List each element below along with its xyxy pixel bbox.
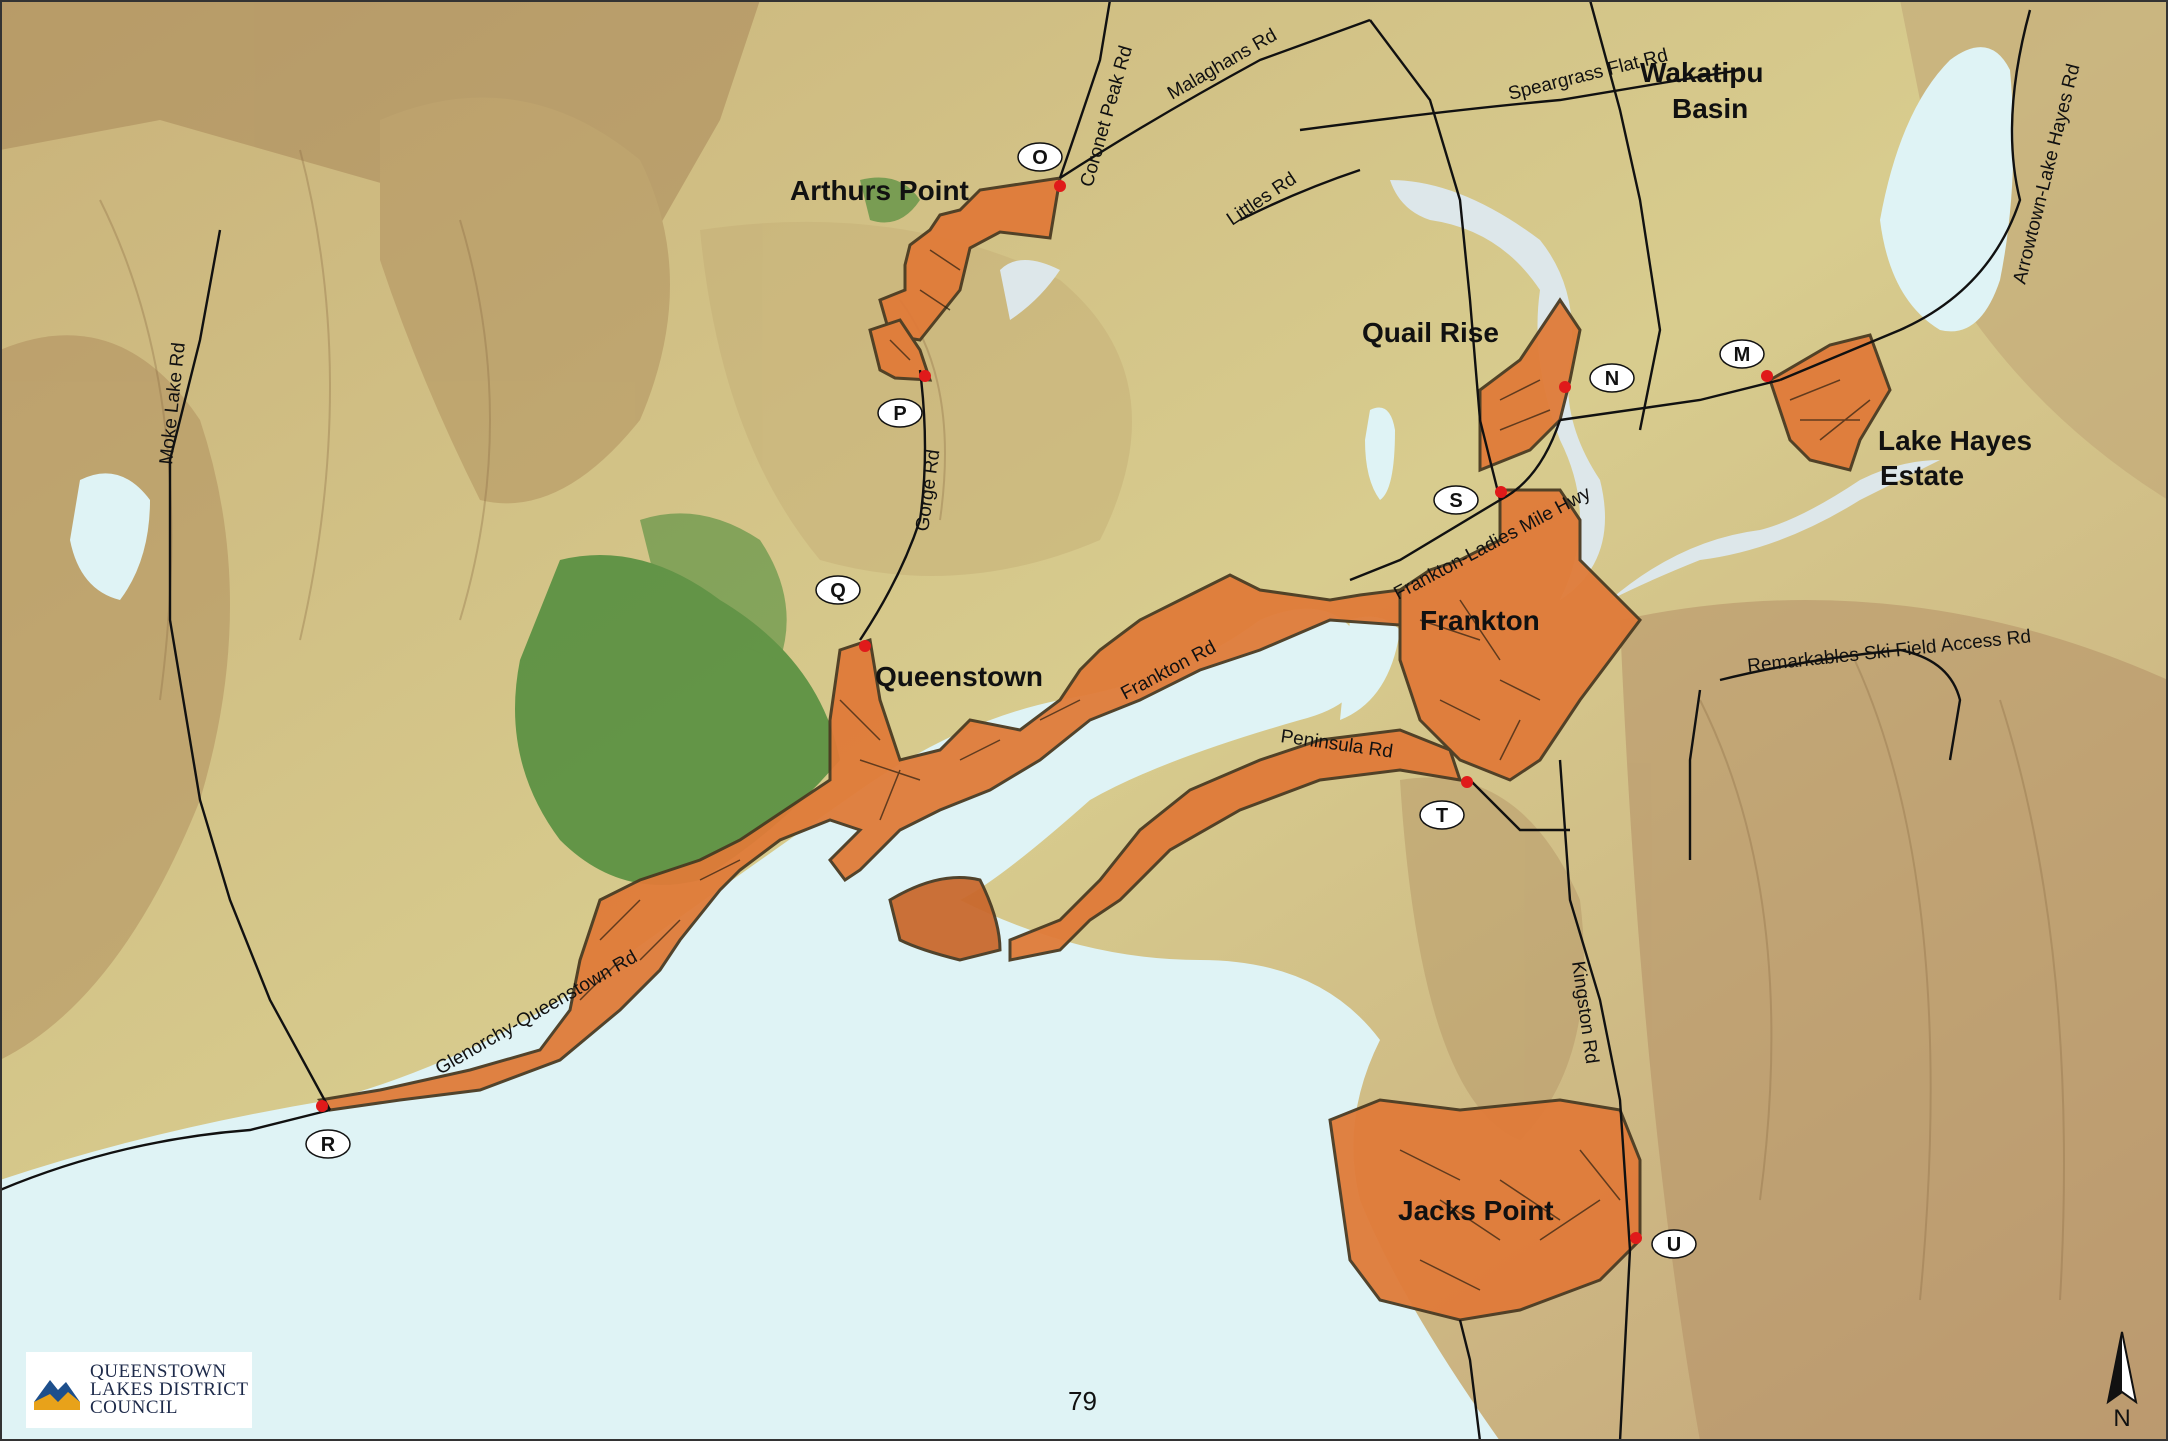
arrowtown-lh-rd-line bbox=[1779, 9, 2032, 382]
north-arrow-icon: N bbox=[2106, 1331, 2138, 1430]
svg-text:Q: Q bbox=[830, 580, 846, 602]
north-label: N bbox=[2113, 1405, 2130, 1430]
marker-r[interactable]: R bbox=[305, 1100, 351, 1159]
marker-p[interactable]: P bbox=[877, 370, 931, 428]
marker-q[interactable]: Q bbox=[815, 575, 871, 652]
marker-o[interactable]: O bbox=[1017, 142, 1066, 192]
place-labels: Arthurs Point Wakatipu Basin Quail Rise … bbox=[790, 57, 2032, 1226]
lakes bbox=[0, 47, 2014, 1441]
logo-line-2: LAKES DISTRICT bbox=[90, 1379, 249, 1400]
svg-text:T: T bbox=[1436, 805, 1448, 827]
lake-wakatipu bbox=[0, 608, 1500, 1441]
zone-queenstown bbox=[316, 568, 1525, 1112]
label-frankton: Frankton bbox=[1420, 605, 1540, 636]
zone-arthurs-point bbox=[878, 176, 1062, 342]
logo-line-1: QUEENSTOWN bbox=[90, 1361, 227, 1382]
zone-peninsula bbox=[1008, 728, 1463, 962]
kingston-rd-line bbox=[1558, 759, 1632, 1441]
label-wakatipu: Wakatipu bbox=[1640, 57, 1763, 88]
roads bbox=[0, 0, 2032, 1441]
label-lake-hayes: Lake Hayes bbox=[1878, 425, 2032, 456]
label-basin: Basin bbox=[1672, 93, 1748, 124]
logo-line-3: COUNCIL bbox=[90, 1397, 178, 1418]
zone-lake-hayes-estate bbox=[1768, 333, 1892, 472]
remarkables-rd-line bbox=[1719, 648, 1962, 761]
speargrass-rd-line bbox=[1299, 68, 1741, 132]
gorge-rd-line bbox=[859, 369, 927, 641]
moke-lake bbox=[70, 473, 150, 600]
marker-n[interactable]: N bbox=[1559, 363, 1635, 393]
marker-u[interactable]: U bbox=[1630, 1229, 1697, 1259]
lake-hayes bbox=[1880, 47, 2014, 332]
svg-text:M: M bbox=[1734, 344, 1751, 366]
forest-area bbox=[515, 177, 920, 885]
label-queenstown: Queenstown bbox=[875, 661, 1043, 692]
svg-text:S: S bbox=[1449, 490, 1462, 512]
zone-frankton bbox=[1398, 488, 1642, 782]
label-estate: Estate bbox=[1880, 460, 1964, 491]
marker-t[interactable]: T bbox=[1419, 776, 1473, 830]
label-jacks-point: Jacks Point bbox=[1398, 1195, 1554, 1226]
street-texture bbox=[579, 249, 1871, 1291]
markers: O P Q R M N S bbox=[305, 142, 1773, 1259]
svg-text:U: U bbox=[1667, 1234, 1681, 1256]
council-logo-text: QUEENSTOWN LAKES DISTRICT COUNCIL bbox=[90, 1361, 249, 1418]
council-logo: QUEENSTOWN LAKES DISTRICT COUNCIL bbox=[26, 1352, 252, 1428]
label-arthurs-point: Arthurs Point bbox=[790, 175, 969, 206]
label-quail-rise: Quail Rise bbox=[1362, 317, 1499, 348]
council-logo-icon bbox=[32, 1368, 82, 1412]
svg-text:P: P bbox=[893, 403, 906, 425]
svg-text:R: R bbox=[321, 1134, 336, 1156]
svg-text:N: N bbox=[1605, 368, 1619, 390]
glenorchy-rd-line bbox=[0, 1108, 331, 1192]
coronet-peak-rd-line bbox=[1058, 0, 1112, 179]
terrain-ridges bbox=[99, 149, 2065, 1301]
svg-text:O: O bbox=[1032, 147, 1048, 169]
malaghans-rd-line bbox=[1059, 18, 1371, 180]
moke-lake-rd-line bbox=[168, 229, 332, 1111]
frankton-ladies-mile-line bbox=[1349, 419, 1562, 582]
page-number: 79 bbox=[1068, 1386, 1097, 1416]
marker-m[interactable]: M bbox=[1719, 339, 1773, 382]
urban-zones bbox=[316, 176, 1892, 1322]
marker-s[interactable]: S bbox=[1433, 485, 1507, 515]
